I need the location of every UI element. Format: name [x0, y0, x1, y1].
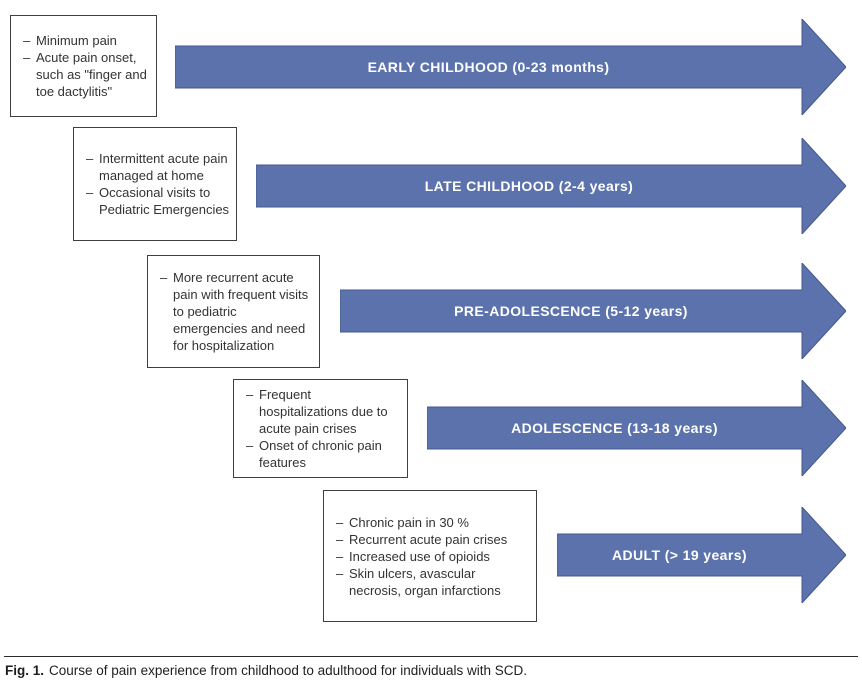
stage-arrow — [175, 19, 846, 115]
arrow-right-graphic — [340, 263, 846, 359]
arrow-right-graphic — [256, 138, 846, 234]
arrow-right-graphic — [175, 19, 846, 115]
stage-arrow-label: EARLY CHILDHOOD (0-23 months) — [367, 59, 610, 75]
stage-arrow — [427, 380, 846, 476]
arrow-right-graphic — [557, 507, 846, 603]
stage-box-bullet: Recurrent acute pain crises — [336, 531, 530, 548]
stage-box-bullet: Acute pain onset, such as "finger and to… — [23, 49, 150, 100]
stage-box-bullet: Intermittent acute pain managed at home — [86, 150, 230, 184]
arrow-right-shape — [175, 19, 846, 115]
stage-box-bullet: Minimum pain — [23, 32, 150, 49]
arrow-right-shape — [256, 138, 846, 234]
stage-arrow — [256, 138, 846, 234]
stage-arrow-label: LATE CHILDHOOD (2-4 years) — [424, 178, 634, 194]
stage-box-bullet: Increased use of opioids — [336, 548, 530, 565]
stage-box: Intermittent acute pain managed at home … — [73, 127, 237, 241]
stage-arrow-label: PRE-ADOLESCENCE (5-12 years) — [454, 303, 688, 319]
arrow-right-shape — [340, 263, 846, 359]
stage-box: Frequent hospitalizations due to acute p… — [233, 379, 408, 478]
figure-caption: Fig. 1. Course of pain experience from ch… — [5, 663, 527, 678]
stage-box-bullet: Occasional visits to Pediatric Emergenci… — [86, 184, 230, 218]
stage-box: Minimum pain Acute pain onset, such as "… — [10, 15, 157, 117]
stage-box-bullet: Chronic pain in 30 % — [336, 514, 530, 531]
stage-box: Chronic pain in 30 % Recurrent acute pai… — [323, 490, 537, 622]
stage-arrow — [557, 507, 846, 603]
arrow-right-shape — [557, 507, 846, 603]
arrow-right-graphic — [427, 380, 846, 476]
stage-arrow — [340, 263, 846, 359]
stage-box: More recurrent acute pain with frequent … — [147, 255, 320, 368]
caption-divider — [4, 656, 858, 657]
stage-box-bullet: Frequent hospitalizations due to acute p… — [246, 386, 401, 437]
figure-caption-label: Fig. 1. — [5, 663, 45, 678]
stage-box-bullet: Onset of chronic pain features — [246, 437, 401, 471]
stage-arrow-label: ADOLESCENCE (13-18 years) — [511, 420, 718, 436]
stage-box-bullet: Skin ulcers, avascular necrosis, organ i… — [336, 565, 530, 599]
stage-arrow-label: ADULT (> 19 years) — [612, 547, 747, 563]
stage-box-bullet: More recurrent acute pain with frequent … — [160, 269, 313, 354]
figure-caption-text: Course of pain experience from childhood… — [49, 663, 528, 678]
arrow-right-shape — [427, 380, 846, 476]
